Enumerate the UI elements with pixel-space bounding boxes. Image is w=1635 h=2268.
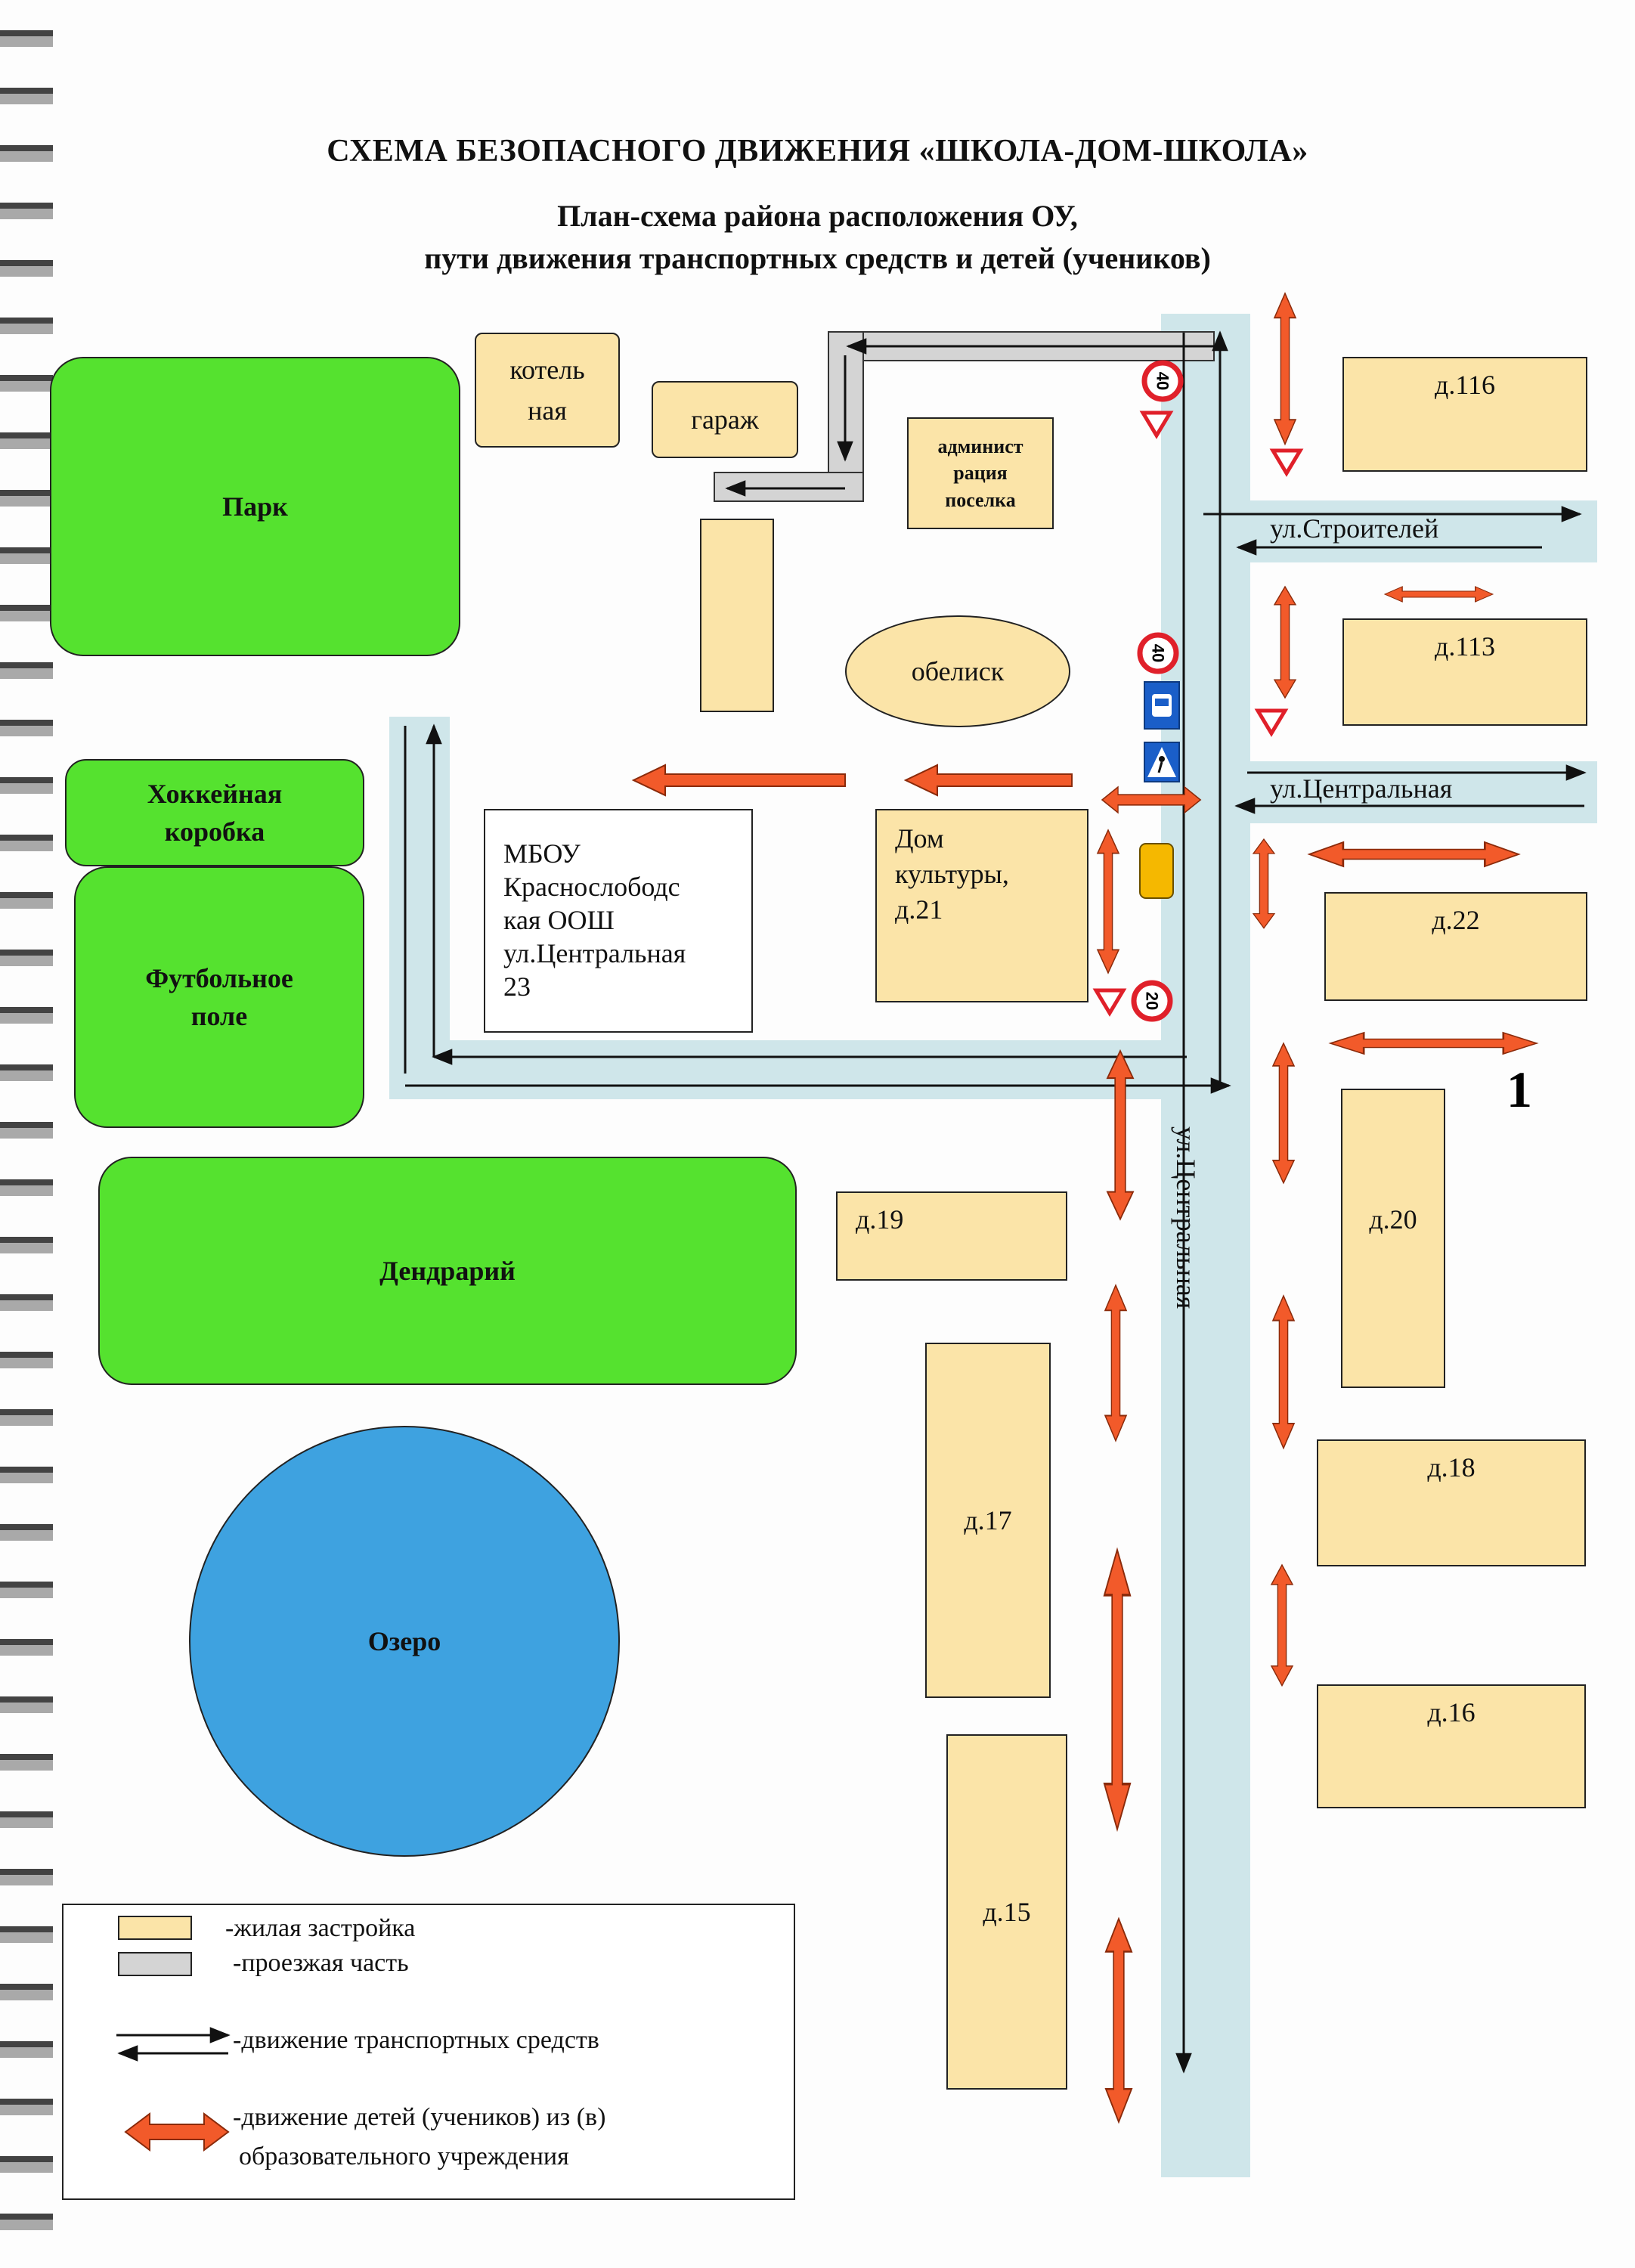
child-arrow-crossing-main [1101,786,1202,813]
child-arrow-d22-top [1308,841,1520,868]
legend-children-line-1: -движение детей (учеников) из (в) [233,2103,606,2131]
legend-swatch-roadway [118,1952,192,1976]
child-arrow-school-exit [1106,1049,1135,1220]
yield-sign-top [1139,411,1174,439]
legend-vehicle-arrows-icon [116,2027,231,2062]
lake-area: Озеро [189,1426,620,1857]
child-arrow-d20-top [1272,1043,1295,1184]
building-d113: д.113 [1342,618,1587,726]
child-arrow-d22-bottom [1329,1031,1538,1055]
road-stroiteley [1202,500,1597,562]
building-d22: д.22 [1324,892,1587,1001]
building-d17: д.17 [925,1343,1051,1698]
subtitle-line-1: План-схема района расположения ОУ, [557,199,1078,233]
road-school-loop-horizontal [389,1040,1206,1099]
obelisk: обелиск [845,615,1070,727]
speed-limit-sign-middle: 40 [1137,632,1179,674]
yield-sign-d113 [1254,708,1289,737]
child-arrow-left-2 [903,764,1073,797]
speed-limit-text-middle: 40 [1149,644,1168,662]
binder-spiral [0,0,53,2268]
child-arrow-d15-bottom [1104,1917,1133,2124]
legend-children-line-2: образовательного учреждения [239,2143,569,2170]
legend-residential: -жилая застройка [225,1914,416,1942]
child-arrow-d22-vertical [1253,838,1275,929]
yield-sign-d116 [1269,448,1304,477]
legend-roadway: -проезжая часть [233,1949,409,1977]
building-d19: д.19 [836,1191,1067,1281]
legend-box: -жилая застройка -проезжая часть -движен… [62,1904,795,2200]
child-arrow-d18-d16 [1271,1564,1293,1687]
dendrarium-label: Дендрарий [379,1255,516,1286]
park-area: Парк [50,357,460,656]
parking-marker [1139,843,1174,899]
park-label: Парк [222,491,288,522]
child-arrow-left-1 [631,764,846,797]
child-arrow-d19-d17 [1104,1284,1127,1442]
dendrarium-area: Дендрарий [98,1157,797,1385]
child-arrow-d20-bottom [1272,1295,1295,1449]
legend-child-arrow-icon [124,2112,230,2152]
building-d20: д.20 [1341,1089,1445,1388]
street-label-centralnaya-horizontal: ул.Центральная [1270,773,1453,804]
child-arrow-culture-vertical [1097,829,1119,974]
legend-vehicles: -движение транспортных средств [233,2026,599,2054]
building-d116: д.116 [1342,357,1587,472]
pedestrian-crossing-sign-icon [1144,742,1180,782]
building-annex [700,519,774,712]
speed-limit-sign-top: 40 [1141,360,1184,402]
legend-swatch-residential [118,1916,192,1940]
building-d16: д.16 [1317,1684,1586,1808]
street-label-stroiteley: ул.Строителей [1270,513,1439,544]
page-title: СХЕМА БЕЗОПАСНОГО ДВИЖЕНИЯ «ШКОЛА-ДОМ-ШК… [327,134,1308,169]
speed-limit-sign-culture: 20 [1131,980,1173,1022]
route-number-marker: 1 [1506,1061,1532,1118]
bus-stop-sign-icon [1144,681,1180,730]
building-d15: д.15 [946,1734,1067,2090]
building-d18: д.18 [1317,1439,1586,1566]
garage: гараж [652,381,798,458]
child-arrow-d116-vertical [1274,293,1296,445]
speed-limit-text-top: 40 [1153,372,1172,390]
child-arrow-d113-horizontal [1384,586,1494,603]
child-arrow-d17-d15 [1103,1548,1132,1831]
yield-sign-culture [1092,988,1127,1017]
road-centralnaya-vertical [1161,314,1250,2177]
speed-limit-text-culture: 20 [1143,992,1162,1010]
subtitle-line-2: пути движения транспортных средств и дет… [424,241,1211,275]
road-school-loop-vertical [389,717,450,1099]
child-arrow-d113-vertical [1274,586,1296,699]
driveway-bottom [714,472,864,502]
lake-label: Озеро [367,1626,441,1656]
